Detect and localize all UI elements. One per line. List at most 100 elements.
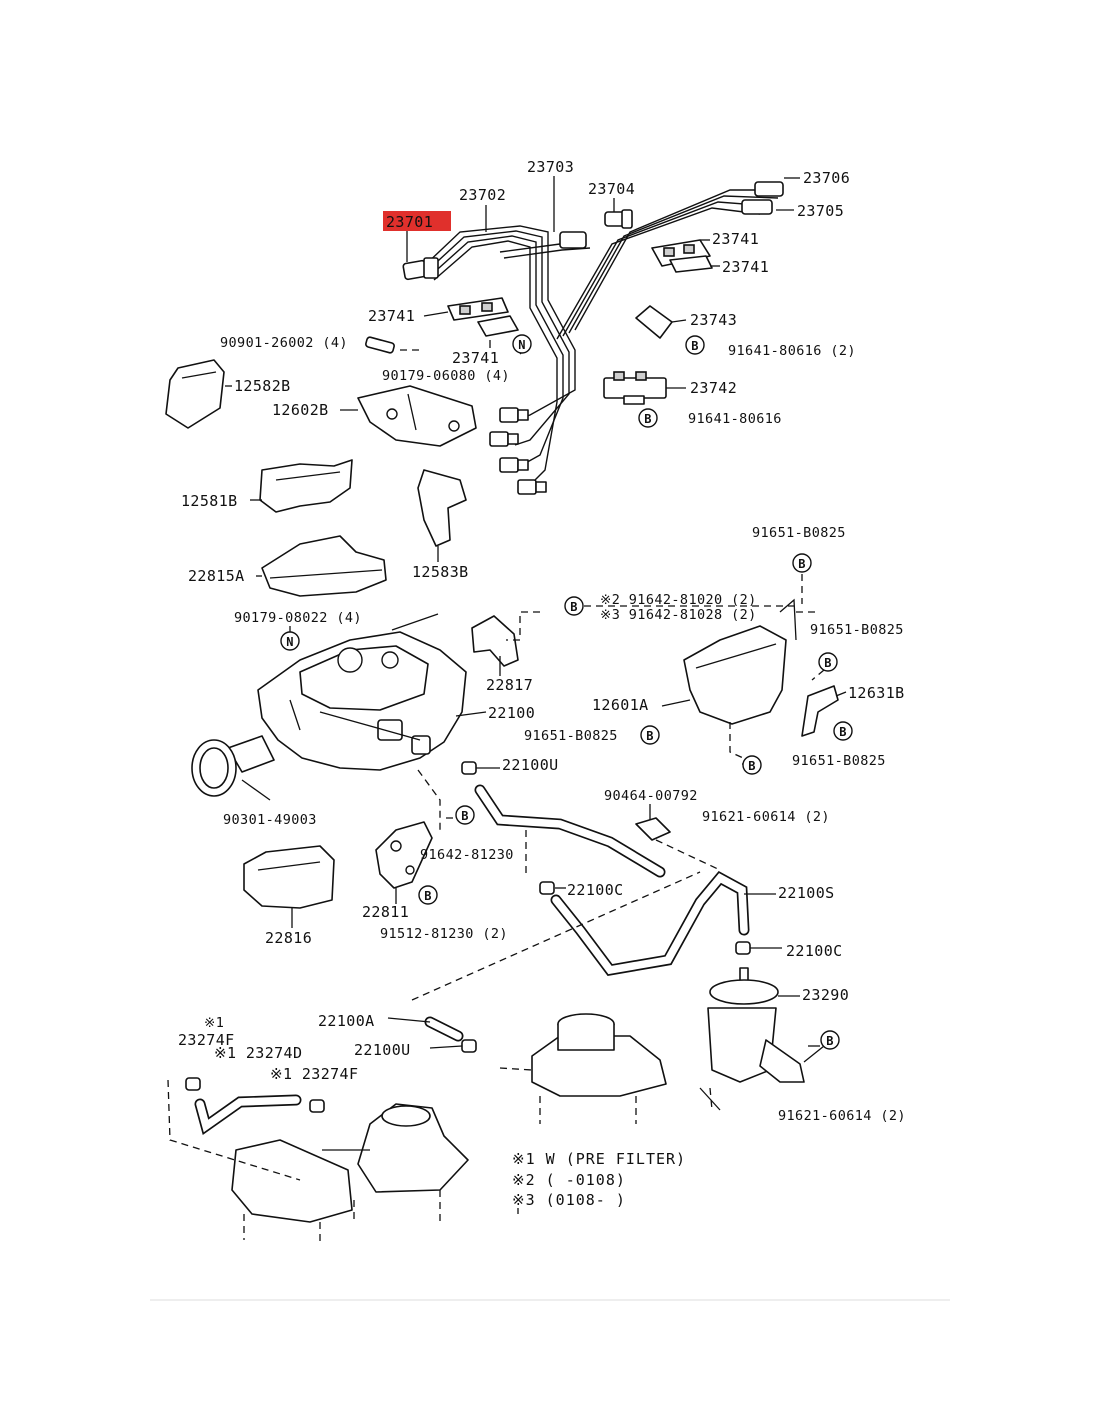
label-91642-81020[interactable]: ※2 91642-81020 (2) (600, 592, 757, 608)
label-22100U-a[interactable]: 22100U (502, 756, 559, 774)
label-22100C-b[interactable]: 22100C (786, 942, 843, 960)
pipe-clamp-23741-lower-right (669, 255, 713, 273)
filter-head (531, 1013, 667, 1097)
label-91651-B0825-b[interactable]: 91651-B0825 (810, 622, 904, 638)
label-22811[interactable]: 22811 (362, 903, 409, 921)
label-12583B[interactable]: 12583B (412, 563, 469, 581)
label-23743[interactable]: 23743 (690, 311, 737, 329)
svg-text:B: B (424, 889, 432, 903)
bracket-22817 (471, 615, 519, 667)
label-22815A[interactable]: 22815A (188, 567, 245, 585)
pipe-clamp-23741-bottom (477, 315, 519, 337)
cover-22816 (243, 845, 335, 909)
badge-B-91512: B (418, 885, 438, 905)
label-23704[interactable]: 23704 (588, 180, 635, 198)
pump-outlet-nuts (489, 407, 547, 495)
label-90464-00792[interactable]: 90464-00792 (604, 788, 698, 804)
hose-clips (185, 761, 751, 1113)
label-23706[interactable]: 23706 (803, 169, 850, 187)
label-90179-08022[interactable]: 90179-08022 (4) (234, 610, 362, 626)
label-91651-B0825-a[interactable]: 91651-B0825 (752, 525, 846, 541)
label-12581B[interactable]: 12581B (181, 492, 238, 510)
label-91642-81028[interactable]: ※3 91642-81028 (2) (600, 607, 757, 623)
label-91512-81230[interactable]: 91512-81230 (2) (380, 926, 508, 942)
svg-text:B: B (826, 1034, 834, 1048)
label-23701[interactable]: 23701 (386, 213, 433, 231)
pipe-clamp-23743 (635, 305, 673, 339)
injector-fitting-23705 (741, 199, 773, 215)
label-22100U-b[interactable]: 22100U (354, 1041, 411, 1059)
svg-text:B: B (646, 729, 654, 743)
svg-text:B: B (839, 725, 847, 739)
label-12631B[interactable]: 12631B (848, 684, 905, 702)
injector-fitting-23701 (402, 257, 439, 281)
label-23705[interactable]: 23705 (797, 202, 844, 220)
label-23741-d[interactable]: 23741 (452, 349, 499, 367)
label-22100S[interactable]: 22100S (778, 884, 835, 902)
injector-fitting-23703 (559, 231, 587, 249)
injector-fitting-23706 (754, 181, 784, 197)
insulator-12581B (259, 459, 353, 513)
fuel-hoses (194, 784, 750, 1136)
label-23290[interactable]: 23290 (802, 986, 849, 1004)
pipe-clamp-23741-upper (651, 239, 711, 267)
badge-B-23743: B (685, 335, 705, 355)
badge-B-91651-left: B (640, 725, 660, 745)
leader-lines (167, 176, 847, 1244)
label-22100A[interactable]: 22100A (318, 1012, 375, 1030)
label-22100[interactable]: 22100 (488, 704, 535, 722)
bracket-22811 (375, 821, 433, 889)
label-91641-80616[interactable]: 91641-80616 (688, 411, 782, 427)
svg-text:B: B (798, 557, 806, 571)
bracket-12631B (801, 685, 839, 737)
label-22100C-a[interactable]: 22100C (567, 881, 624, 899)
badge-B-91651-top: B (792, 553, 812, 573)
badge-N-upper: N (512, 334, 532, 354)
label-23741-a[interactable]: 23741 (712, 230, 759, 248)
label-91651-B0825-d[interactable]: 91651-B0825 (792, 753, 886, 769)
label-12602B[interactable]: 12602B (272, 401, 329, 419)
svg-text:B: B (824, 656, 832, 670)
label-91642-81230[interactable]: 91642-81230 (420, 847, 514, 863)
badge-B-91642: B (564, 596, 584, 616)
bracket-12583B (417, 469, 467, 547)
bracket-12582B (165, 359, 225, 429)
badge-B-91621-lower: B (820, 1030, 840, 1050)
badge-B-91651-bottom: B (833, 721, 853, 741)
injection-pipe-bundle (421, 189, 780, 486)
pipe-clamp-23742 (603, 371, 667, 405)
note-1: ※1 W (PRE FILTER) (512, 1150, 686, 1168)
label-22817[interactable]: 22817 (486, 676, 533, 694)
svg-text:B: B (691, 339, 699, 353)
label-90301-49003[interactable]: 90301-49003 (223, 812, 317, 828)
label-91651-B0825-c[interactable]: 91651-B0825 (524, 728, 618, 744)
label-90179-06080[interactable]: 90179-06080 (4) (382, 368, 510, 384)
label-23274D[interactable]: ※1 23274D (214, 1044, 302, 1062)
label-23742[interactable]: 23742 (690, 379, 737, 397)
svg-text:B: B (644, 412, 652, 426)
badge-B-91642-81230: B (455, 805, 475, 825)
injection-pump-22100 (257, 613, 467, 771)
svg-text:B: B (461, 809, 469, 823)
note-3: ※3 (0108- ) (512, 1191, 626, 1209)
highlight-23701 (383, 211, 451, 231)
engine-mount-12601A (683, 598, 797, 725)
label-23274F-b[interactable]: ※1 23274F (270, 1065, 358, 1083)
label-23703[interactable]: 23703 (527, 158, 574, 176)
label-23741-b[interactable]: 23741 (722, 258, 769, 276)
label-91641-80616-2[interactable]: 91641-80616 (2) (728, 343, 856, 359)
badge-B-91651-right: B (818, 652, 838, 672)
label-12601A[interactable]: 12601A (592, 696, 649, 714)
label-22816[interactable]: 22816 (265, 929, 312, 947)
label-23702[interactable]: 23702 (459, 186, 506, 204)
label-90901-26002[interactable]: 90901-26002 (4) (220, 335, 348, 351)
label-91621-60614-a[interactable]: 91621-60614 (2) (702, 809, 830, 825)
label-91621-60614-b[interactable]: 91621-60614 (2) (778, 1108, 906, 1124)
label-23274F-mark[interactable]: ※1 (204, 1015, 224, 1031)
label-23741-c[interactable]: 23741 (368, 307, 415, 325)
svg-text:N: N (286, 635, 294, 649)
label-23274F-a[interactable]: 23274F (178, 1031, 235, 1049)
label-12582B[interactable]: 12582B (234, 377, 291, 395)
part-labels[interactable]: 23701 23702 23703 23704 23706 23705 2374… (178, 158, 906, 1124)
